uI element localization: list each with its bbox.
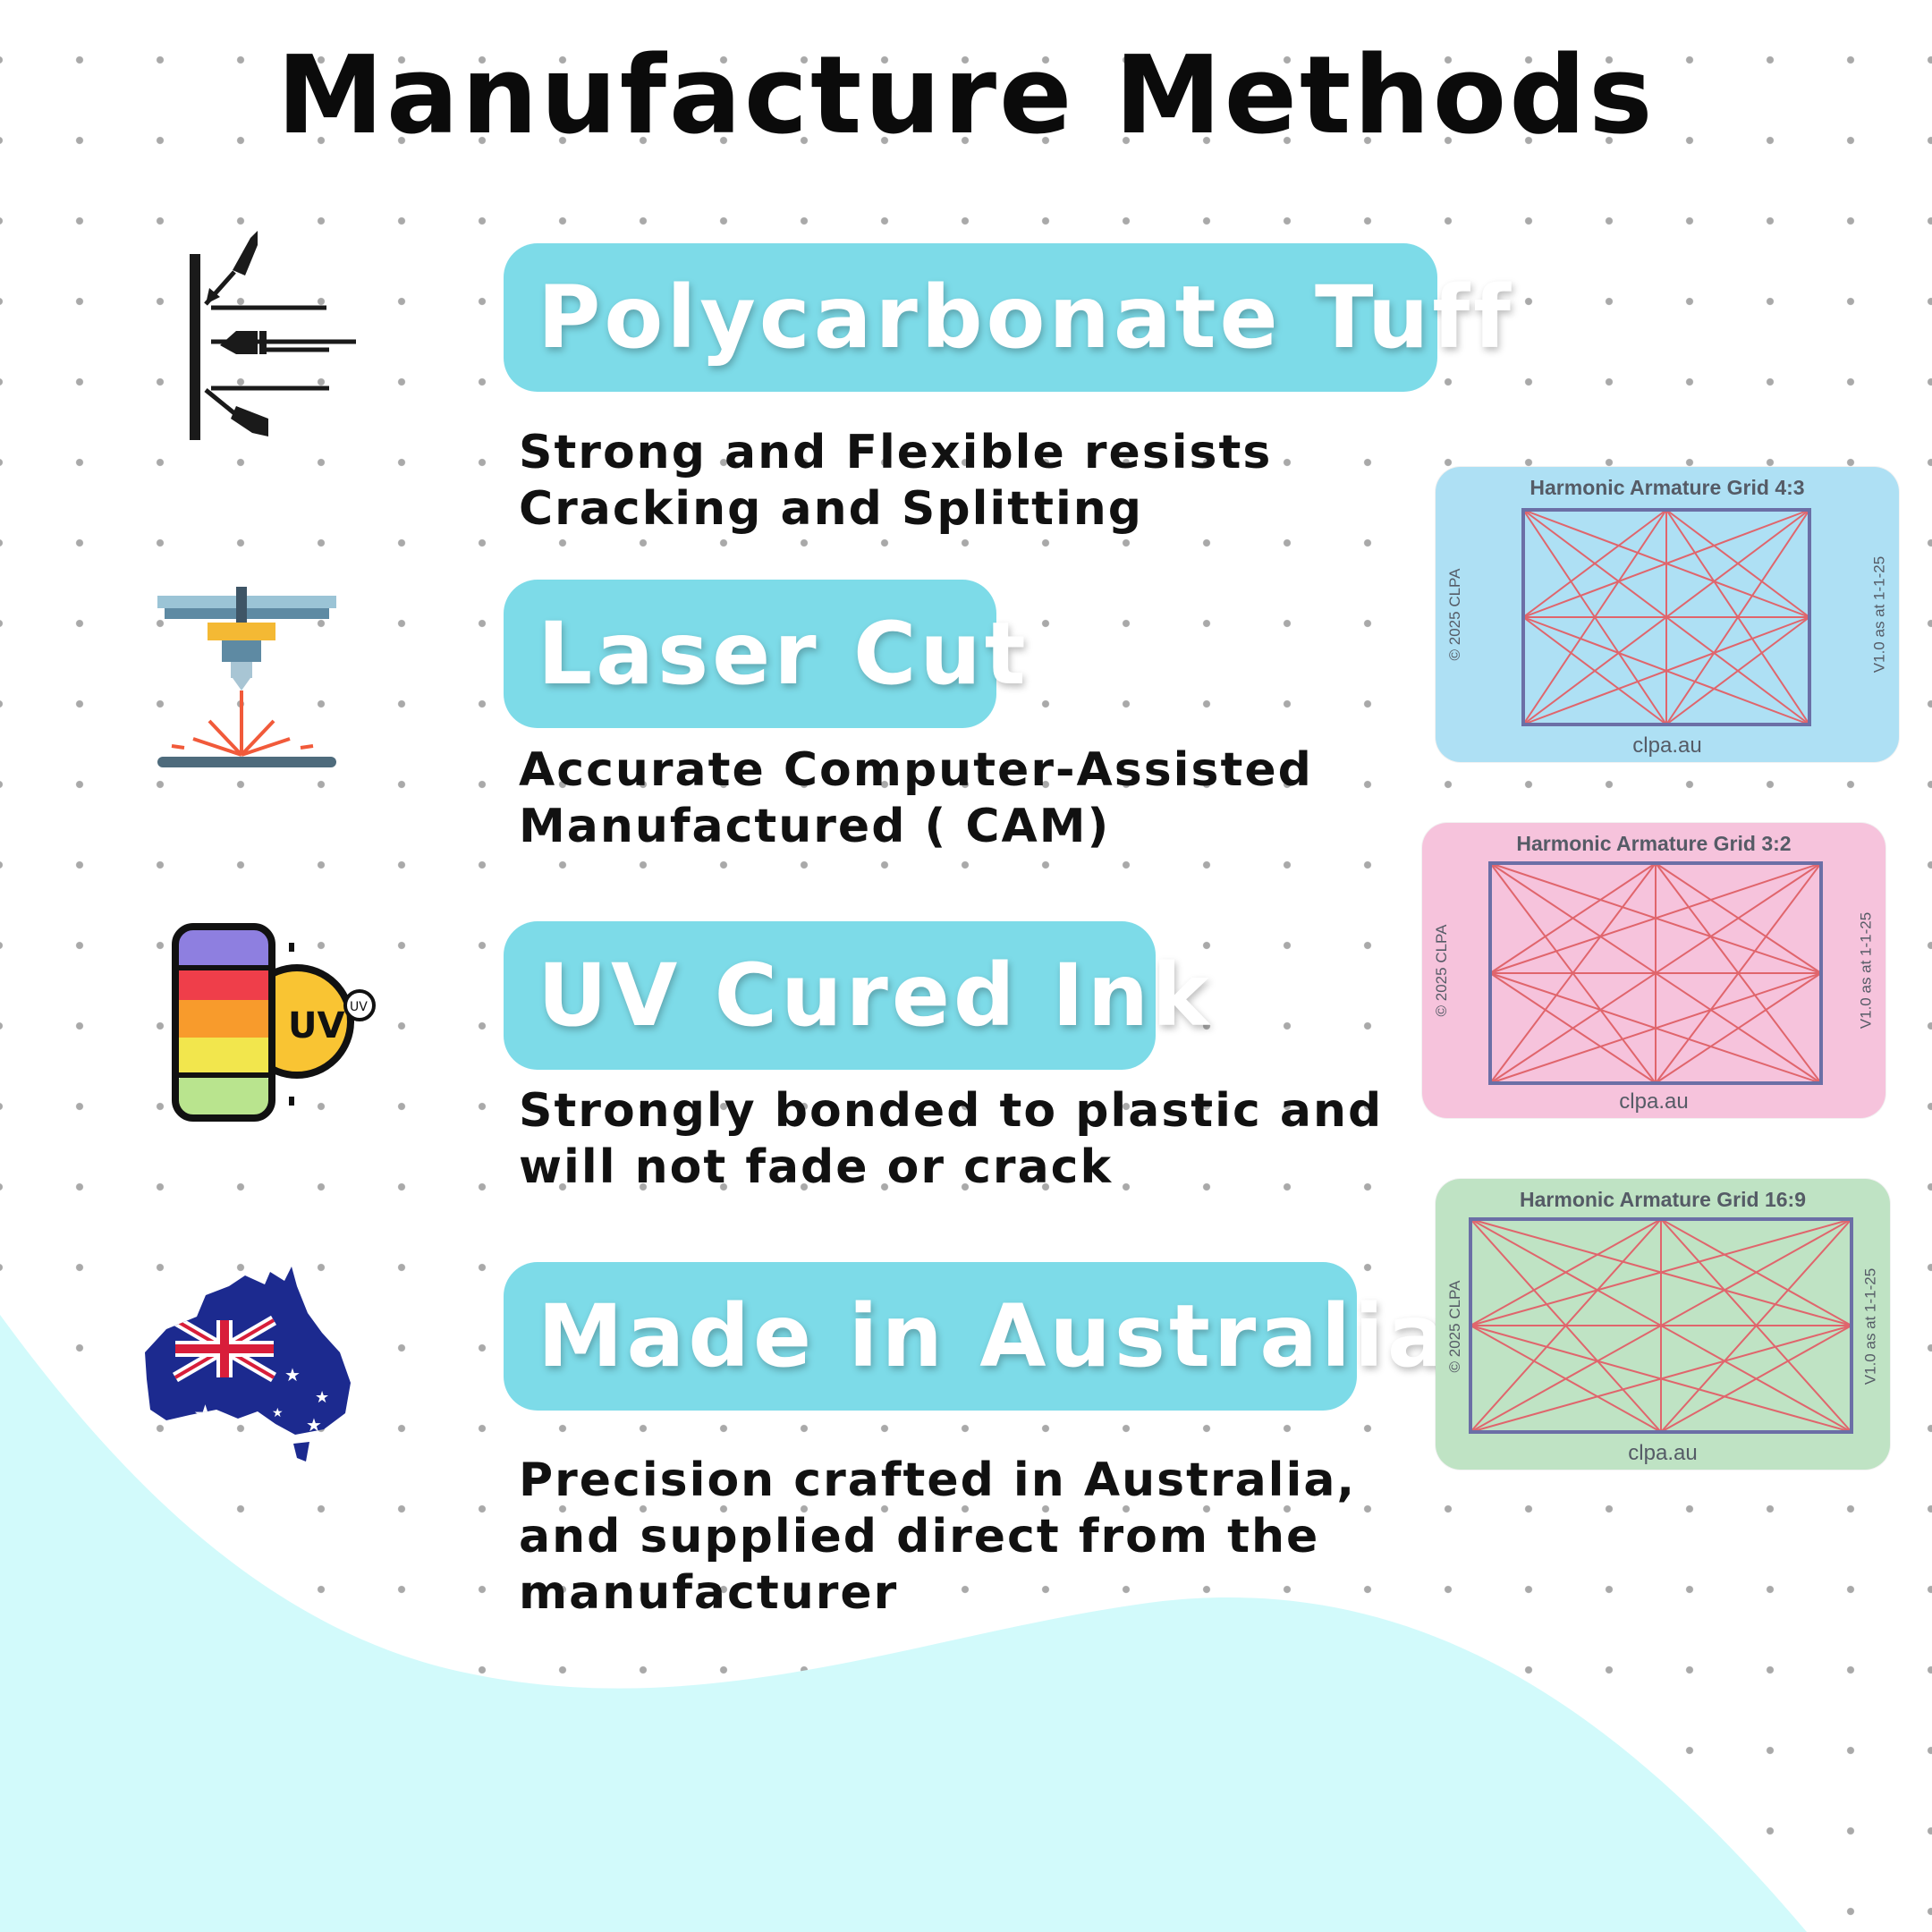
product-card-4-3: Harmonic Armature Grid 4:3 clpa.au © 202… bbox=[1436, 467, 1899, 762]
armature-grid-diagram bbox=[1521, 508, 1811, 726]
grid-line bbox=[1470, 1325, 1662, 1433]
grid-frame bbox=[1488, 861, 1823, 1085]
desc-line: Strongly bonded to plastic and bbox=[519, 1084, 1384, 1138]
heading-polycarbonate-tuff: Polycarbonate Tuff bbox=[504, 243, 1511, 392]
desc-line: Strong and Flexible resists bbox=[519, 426, 1273, 479]
grid-line bbox=[1522, 616, 1667, 725]
card-url: clpa.au bbox=[1619, 1089, 1689, 1114]
desc-line: Accurate Computer-Assisted bbox=[519, 743, 1313, 797]
card-version: V1.0 as at 1-1-25 bbox=[1870, 555, 1887, 674]
card-version: V1.0 as at 1-1-25 bbox=[1861, 1267, 1878, 1385]
laser-cutter-icon bbox=[157, 587, 336, 767]
page-title: Manufacture Methods bbox=[276, 34, 1656, 158]
desc-line: and supplied direct from the bbox=[519, 1510, 1320, 1563]
desc-laser-cut: Accurate Computer-Assisted Manufactured … bbox=[519, 742, 1313, 855]
grid-frame bbox=[1469, 1217, 1853, 1434]
svg-text:UV: UV bbox=[350, 1000, 368, 1014]
svg-text:UV: UV bbox=[288, 1005, 344, 1046]
armature-grid-diagram bbox=[1488, 861, 1823, 1085]
grid-line bbox=[1489, 862, 1657, 974]
grid-frame bbox=[1521, 508, 1811, 726]
grid-line bbox=[1660, 1218, 1852, 1326]
card-copyright: © 2025 CLPA bbox=[1446, 1280, 1463, 1373]
svg-text:★: ★ bbox=[306, 1414, 322, 1436]
card-title: Harmonic Armature Grid 4:3 bbox=[1530, 476, 1805, 499]
card-title: Harmonic Armature Grid 3:2 bbox=[1516, 832, 1792, 855]
desc-line: Cracking and Splitting bbox=[519, 482, 1144, 536]
grid-line bbox=[1660, 1325, 1852, 1433]
heading-uv-cured-ink: UV Cured Ink bbox=[504, 921, 1209, 1070]
grid-line bbox=[1470, 1218, 1662, 1326]
grid-line bbox=[1655, 862, 1822, 974]
svg-text:★: ★ bbox=[284, 1364, 301, 1385]
grid-line bbox=[1665, 616, 1810, 725]
bullet-ricochet-icon bbox=[190, 231, 356, 440]
desc-uv-cured-ink: Strongly bonded to plastic and will not … bbox=[519, 1083, 1383, 1196]
svg-text:★: ★ bbox=[193, 1400, 217, 1431]
product-card-16-9: Harmonic Armature Grid 16:9 clpa.au © 20… bbox=[1436, 1179, 1890, 1470]
grid-line bbox=[1665, 509, 1810, 618]
card-copyright: © 2025 CLPA bbox=[1446, 568, 1463, 661]
uv-ink-icon: UV UV bbox=[172, 923, 376, 1122]
desc-polycarbonate-tuff: Strong and Flexible resists Cracking and… bbox=[519, 425, 1272, 538]
card-title: Harmonic Armature Grid 16:9 bbox=[1520, 1188, 1806, 1211]
grid-line bbox=[1522, 509, 1667, 618]
card-copyright: © 2025 CLPA bbox=[1433, 924, 1450, 1017]
svg-text:★: ★ bbox=[272, 1406, 284, 1420]
svg-text:★: ★ bbox=[315, 1388, 329, 1407]
desc-made-in-australia: Precision crafted in Australia, and supp… bbox=[519, 1453, 1356, 1622]
heading-laser-cut: Laser Cut bbox=[504, 580, 1026, 728]
desc-line: Precision crafted in Australia, bbox=[519, 1453, 1357, 1507]
card-version: V1.0 as at 1-1-25 bbox=[1857, 911, 1874, 1030]
australia-flag-map-icon: ★ ★ ★ ★ ★ bbox=[145, 1267, 351, 1462]
desc-line: Manufactured ( CAM) bbox=[519, 800, 1111, 853]
heading-made-in-australia: Made in Australia bbox=[504, 1262, 1445, 1411]
card-url: clpa.au bbox=[1632, 733, 1702, 758]
desc-line: manufacturer bbox=[519, 1566, 899, 1620]
product-card-3-2: Harmonic Armature Grid 3:2 clpa.au © 202… bbox=[1422, 823, 1885, 1118]
card-url: clpa.au bbox=[1628, 1441, 1698, 1465]
grid-line bbox=[1655, 972, 1822, 1084]
desc-line: will not fade or crack bbox=[519, 1140, 1114, 1194]
armature-grid-diagram bbox=[1469, 1217, 1853, 1434]
grid-line bbox=[1489, 972, 1657, 1084]
